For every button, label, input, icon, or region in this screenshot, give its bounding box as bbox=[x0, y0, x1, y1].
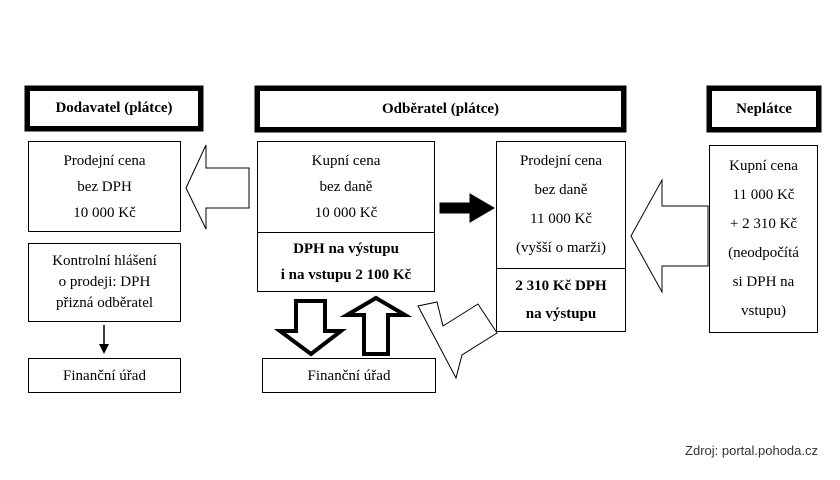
control-report-arrow-head bbox=[99, 344, 109, 354]
buyer-vat-box: DPH na výstupu i na vstupu 2 100 Kč bbox=[257, 232, 435, 292]
supplier-price-line: Prodejní cena bbox=[63, 152, 146, 169]
buyer-header-label: Odběratel (plátce) bbox=[381, 100, 500, 117]
control-report-box: Kontrolní hlášení o prodeji: DPH přizná … bbox=[28, 243, 181, 322]
buyer-sale-line: 11 000 Kč bbox=[530, 211, 592, 227]
buyer-sale-vat-line: na výstupu bbox=[525, 306, 597, 322]
supplier-price-box: Prodejní cena bez DPH 10 000 Kč bbox=[28, 141, 181, 232]
buyer-header-frame bbox=[254, 85, 627, 133]
buyer-purchase-box: Kupní cena bez daně 10 000 Kč bbox=[257, 141, 435, 233]
solid-arrow-to-sale bbox=[439, 193, 495, 223]
buyer-sale-line: bez daně bbox=[534, 182, 588, 198]
control-report-line: o prodeji: DPH bbox=[58, 274, 151, 290]
buyer-vat-line: i na vstupu 2 100 Kč bbox=[280, 267, 412, 283]
hollow-arrow-to-supplier bbox=[185, 144, 250, 230]
hollow-diagonal-arrow bbox=[417, 301, 498, 380]
source-caption: Zdroj: portal.pohoda.cz bbox=[685, 443, 818, 458]
non-payer-box: Kupní cena 11 000 Kč + 2 310 Kč (neodpoč… bbox=[709, 145, 818, 333]
buyer-tax-office-box: Finanční úřad bbox=[262, 358, 436, 393]
non-payer-header-label: Neplátce bbox=[736, 100, 792, 117]
control-report-line: Kontrolní hlášení bbox=[52, 253, 157, 269]
buyer-sale-vat-box: 2 310 Kč DPH na výstupu bbox=[496, 268, 626, 332]
non-payer-header-frame bbox=[706, 85, 822, 133]
buyer-sale-box: Prodejní cena bez daně 11 000 Kč (vyšší … bbox=[496, 141, 626, 269]
non-payer-line: 11 000 Kč bbox=[732, 187, 795, 203]
buyer-vat-line: DPH na výstupu bbox=[293, 241, 399, 257]
supplier-header-frame bbox=[24, 85, 204, 132]
buyer-header: Odběratel (plátce) bbox=[259, 90, 622, 128]
supplier-header-label: Dodavatel (plátce) bbox=[55, 100, 173, 116]
buyer-purchase-line: Kupní cena bbox=[311, 153, 381, 169]
supplier-price-line: bez DPH bbox=[77, 178, 132, 195]
down-arrow-to-tax-office bbox=[273, 299, 347, 357]
buyer-sale-line: Prodejní cena bbox=[519, 153, 603, 169]
supplier-tax-office-box: Finanční úřad bbox=[28, 358, 181, 393]
supplier-price-line: 10 000 Kč bbox=[73, 204, 136, 221]
buyer-purchase-line: 10 000 Kč bbox=[314, 205, 378, 221]
buyer-purchase-line: bez daně bbox=[319, 179, 373, 195]
non-payer-header: Neplátce bbox=[711, 90, 817, 128]
non-payer-line: + 2 310 Kč bbox=[729, 216, 798, 232]
non-payer-line: Kupní cena bbox=[729, 158, 798, 174]
non-payer-line: si DPH na bbox=[732, 274, 795, 290]
non-payer-line: vstupu) bbox=[741, 303, 786, 319]
buyer-sale-line: (vyšší o marži) bbox=[516, 240, 606, 256]
supplier-tax-office-label: Finanční úřad bbox=[63, 367, 146, 384]
non-payer-line: (neodpočítá bbox=[728, 245, 799, 261]
hollow-arrow-from-non-payer bbox=[630, 178, 709, 294]
buyer-tax-office-label: Finanční úřad bbox=[307, 367, 391, 384]
supplier-header: Dodavatel (plátce) bbox=[29, 90, 199, 127]
buyer-sale-vat-line: 2 310 Kč DPH bbox=[515, 278, 607, 294]
up-arrow-from-tax-office bbox=[339, 295, 413, 356]
control-report-line: přizná odběratel bbox=[55, 295, 154, 311]
